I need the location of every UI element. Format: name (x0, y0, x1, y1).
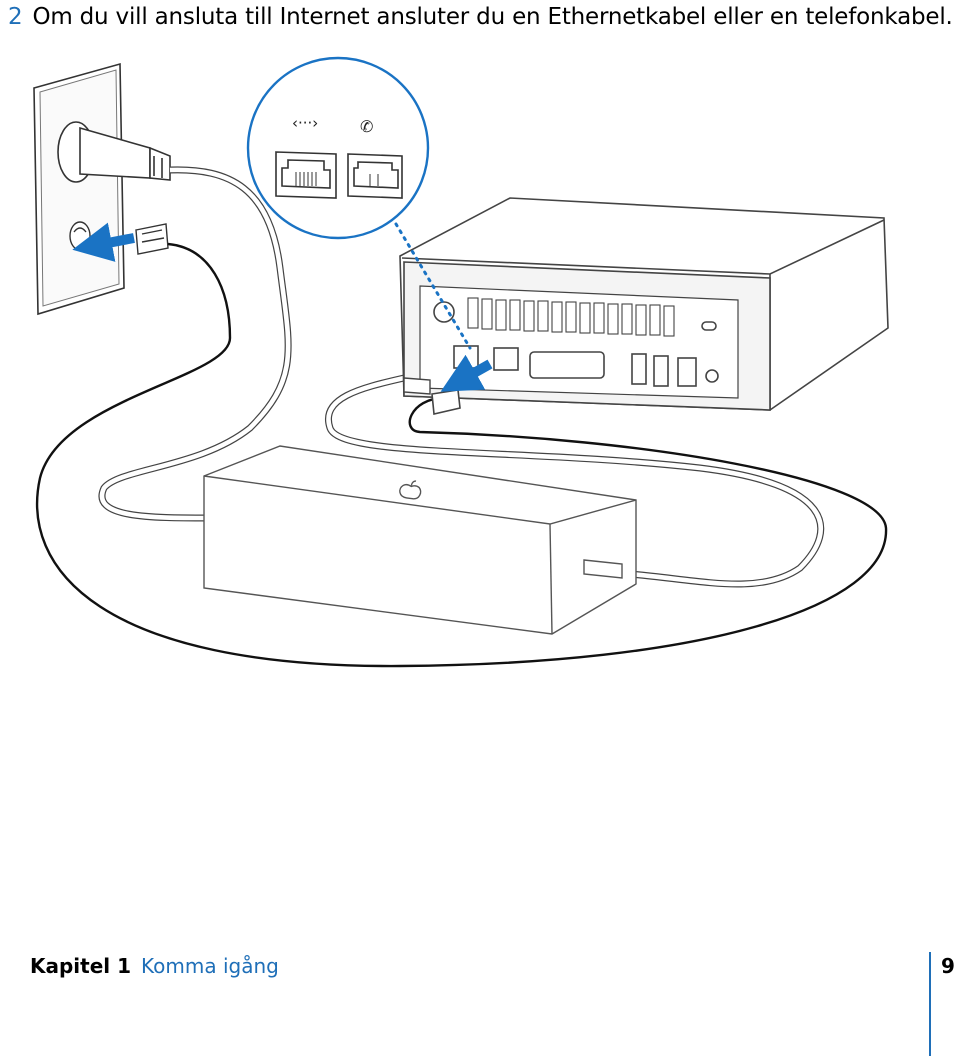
chapter-name: Komma igång (141, 954, 279, 978)
phone-plug (135, 223, 169, 255)
apple-logo-icon (399, 480, 422, 500)
modem-phone-icon: ✆ (360, 117, 373, 136)
headphone-icon (705, 369, 719, 383)
modem-port-icon (347, 153, 403, 199)
step-number: 2 (8, 4, 23, 30)
step-text: Om du vill ansluta till Internet anslute… (32, 4, 953, 30)
page-number: 9 (941, 954, 955, 978)
modem-port-icon (493, 347, 519, 371)
plug-in-arrow (72, 222, 135, 262)
vent-grille (467, 297, 675, 337)
power-plug (57, 121, 171, 183)
connection-illustration: ‹···› ✆ (33, 56, 889, 668)
cables (35, 166, 888, 668)
firewire-icon (677, 357, 697, 387)
usb-icon (631, 353, 647, 385)
footer-divider (929, 952, 931, 1056)
page-footer: Kapitel 1 Komma igång (30, 954, 279, 978)
lock-slot-icon (701, 321, 717, 331)
ethernet-symbol: ‹···› (292, 114, 318, 132)
chapter-label: Kapitel 1 (30, 954, 132, 978)
ethernet-port-icon (453, 345, 479, 369)
ethernet-port-icon (275, 151, 337, 199)
step-heading: 2 Om du vill ansluta till Internet anslut… (8, 4, 953, 30)
display-port-icon (529, 351, 605, 379)
power-adapter (203, 445, 637, 635)
phone-wall-jack (69, 221, 91, 251)
mac-mini (399, 197, 889, 415)
port-callout: ‹···› ✆ (246, 56, 472, 350)
wall-outlet (33, 62, 125, 316)
power-button-icon (433, 301, 455, 323)
plug-in-arrow-mac (440, 354, 493, 392)
